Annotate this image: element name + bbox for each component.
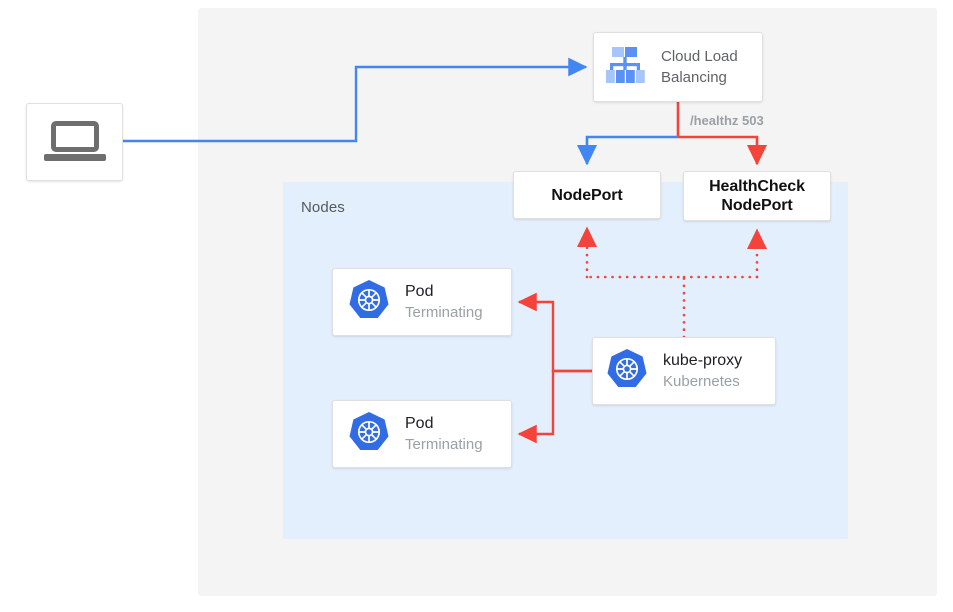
kube-proxy-text: kube-proxy Kubernetes <box>663 350 742 392</box>
clb-line-1: Cloud Load <box>661 48 738 65</box>
pod-card-2: Pod Terminating <box>332 400 512 468</box>
pod-2-status: Terminating <box>405 436 483 453</box>
healthz-edge-label: /healthz 503 <box>690 113 764 128</box>
hc-line-2: NodePort <box>721 197 793 214</box>
pod-card-1: Pod Terminating <box>332 268 512 336</box>
hc-line-1: HealthCheck <box>709 178 805 195</box>
nodes-region-label: Nodes <box>301 199 345 216</box>
cloud-load-balancing-card: Cloud Load Balancing <box>593 32 763 102</box>
clb-line-2: Balancing <box>661 69 727 86</box>
nodeport-label: NodePort <box>551 186 623 204</box>
kubernetes-icon <box>347 278 391 327</box>
pod-1-status: Terminating <box>405 304 483 321</box>
healthcheck-nodeport-label: HealthCheck NodePort <box>684 172 830 220</box>
edge-kubeproxy-to-pod2 <box>517 369 592 444</box>
edge-kubeproxy-to-pod1 <box>517 292 592 373</box>
pod-1-text: Pod Terminating <box>405 281 483 323</box>
edge-loadbalancer-to-healthcheck-nodeport <box>678 135 768 166</box>
kube-proxy-subtitle: Kubernetes <box>663 373 740 390</box>
edge-client-to-loadbalancer <box>123 57 588 143</box>
kube-proxy-title: kube-proxy <box>663 352 743 369</box>
healthcheck-nodeport-card: HealthCheck NodePort <box>683 171 831 221</box>
laptop-icon <box>43 121 106 163</box>
pod-1-title: Pod <box>405 283 434 300</box>
kubernetes-icon <box>605 347 649 396</box>
nodeport-card: NodePort <box>513 171 661 219</box>
client-laptop-card <box>26 103 123 181</box>
pod-2-text: Pod Terminating <box>405 413 483 455</box>
edge-kubeproxy-bus-dotted <box>585 275 759 339</box>
kube-proxy-card: kube-proxy Kubernetes <box>592 337 776 405</box>
edge-loadbalancer-to-nodeport <box>576 135 678 166</box>
kubernetes-icon <box>347 410 391 459</box>
cloud-load-balancing-icon <box>605 46 647 89</box>
cloud-load-balancing-label: Cloud Load Balancing <box>661 46 738 88</box>
pod-2-title: Pod <box>405 415 434 432</box>
